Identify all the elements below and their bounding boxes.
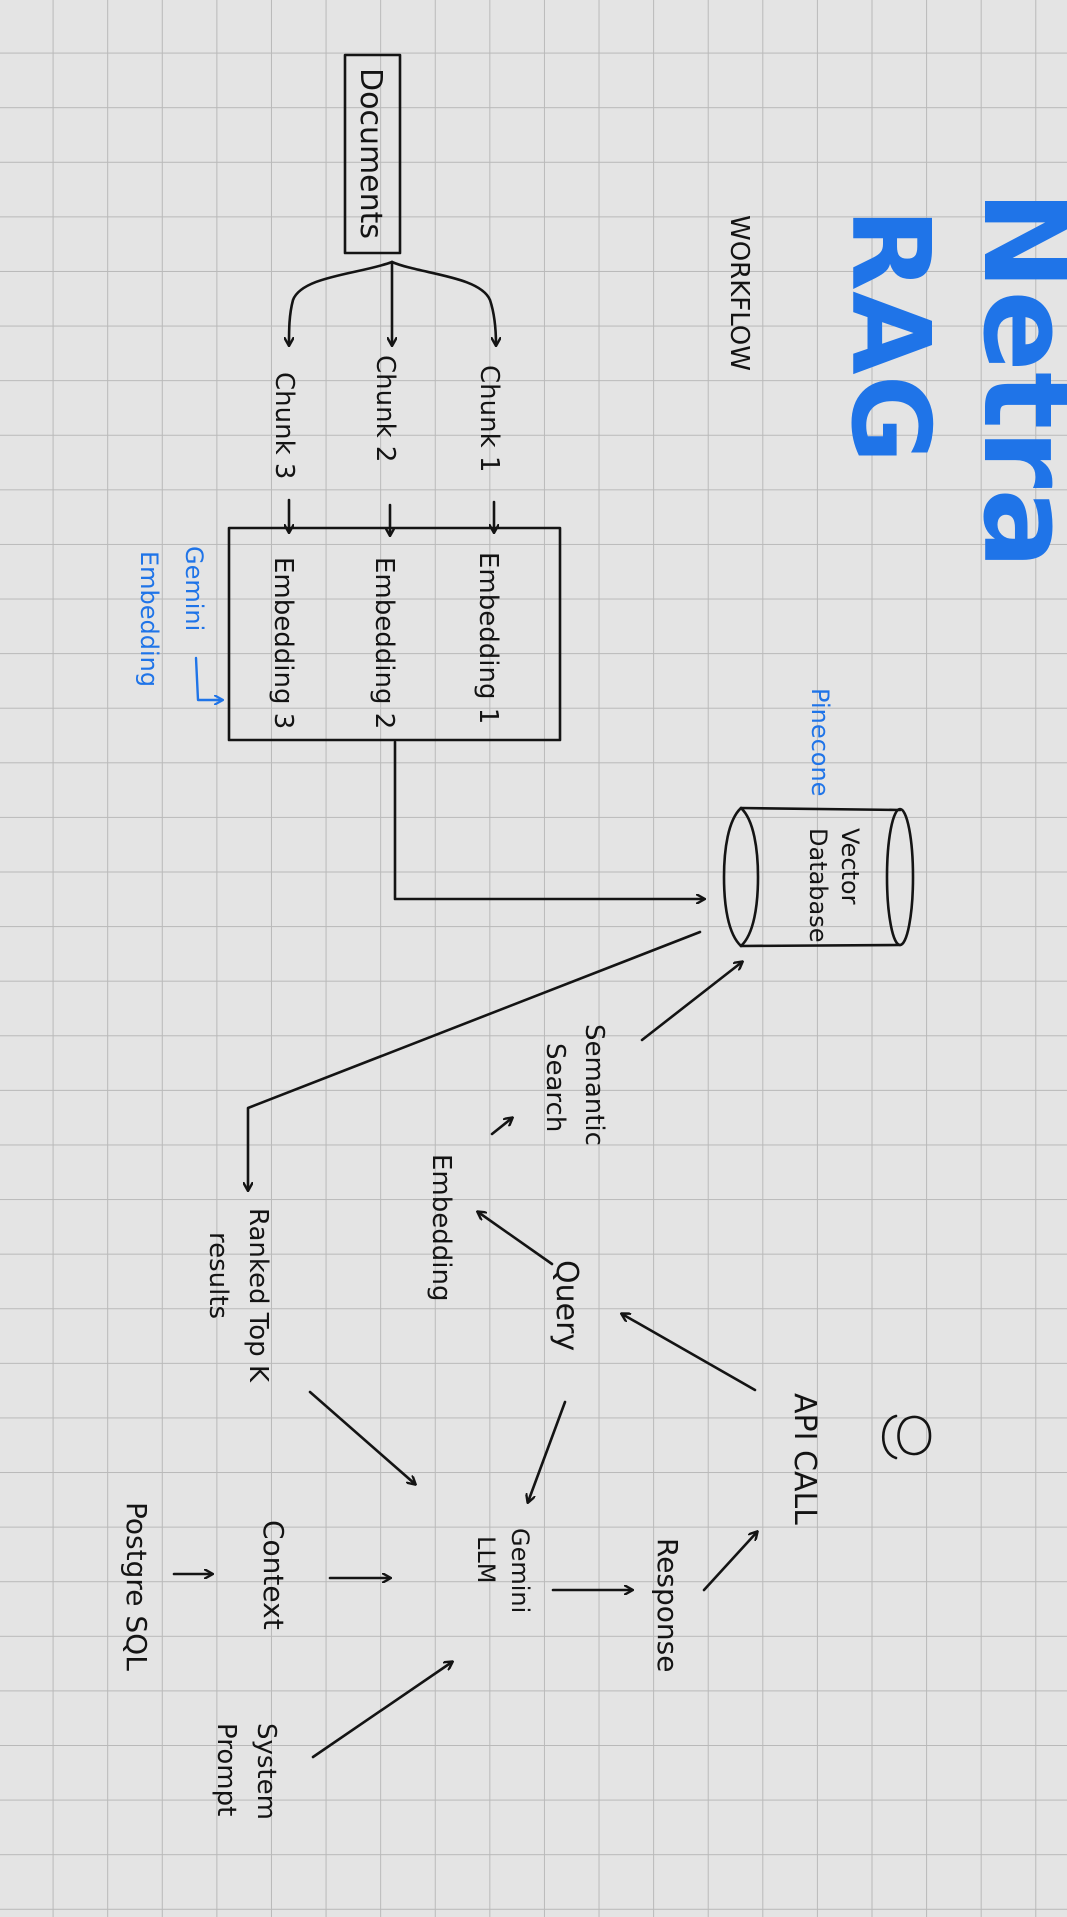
arrow-api-call-to-query [622,1314,757,1392]
gemini-llm-label-line1: Gemini [506,1528,534,1613]
vector-database-node: Vector Database [722,806,915,948]
ranked-results-label-line1: Ranked Top K [243,1208,273,1383]
documents-box [343,53,402,255]
gemini-embedding-annotation-line2: Embedding [135,551,163,687]
vector-database-cylinder-top [885,807,915,947]
gemini-embedding-annotation-line1: Gemini [180,546,208,631]
embedding-1-label: Embedding 1 [473,552,503,724]
semantic-search-label-line2: Search [540,1043,570,1132]
query-embedding-label: Embedding [426,1154,456,1301]
query-label: Query [549,1260,584,1351]
embedding-2-label: Embedding 2 [369,557,399,729]
vector-database-label-line2: Database [804,828,832,943]
brand-title: Netra [956,190,1067,569]
arrow-semantic-search-to-vector-db [640,962,742,1042]
arrow-system-prompt-to-llm [311,1662,452,1759]
system-prompt-label-line2: Prompt [211,1723,241,1816]
embeddings-node: Embedding 1 Embedding 2 Embedding 3 [227,526,562,742]
semantic-search-label-line1: Semantic [579,1024,609,1146]
pinecone-annotation: Pinecone [806,688,834,796]
vector-database-cylinder-body [739,806,902,948]
documents-node: Documents [343,53,402,255]
embedding-3-label: Embedding 3 [268,557,298,729]
embeddings-box [227,526,562,742]
arrow-query-to-embedding [478,1212,554,1266]
user-node: API CALL [787,1393,932,1525]
system-prompt-label-line1: System [251,1723,281,1820]
gemini-llm-label-line2: LLM [472,1536,500,1583]
vector-database-cylinder-bottom [722,806,760,948]
vector-database-label-line1: Vector [836,828,864,905]
response-label: Response [651,1538,684,1672]
gemini-embedding-pointer-arrow [194,656,222,700]
postgres-label: Postgre SQL [120,1502,153,1671]
workflow-subtitle: WORKFLOW [724,215,754,371]
arrow-embeddings-to-vector-db [393,740,704,899]
chunk-2-label: Chunk 2 [370,355,400,462]
arrow-query-to-llm [528,1400,567,1502]
chunk-3-label: Chunk 3 [269,372,299,479]
context-label: Context [257,1520,290,1630]
gemini-llm-node: Gemini LLM [472,1528,534,1613]
user-icon [882,1414,932,1460]
arrow-response-to-api-call [702,1532,757,1592]
ranked-results-label-line2: results [203,1232,233,1319]
chunk-1-label: Chunk 1 [474,365,504,472]
arrow-query-embedding-to-semantic-search [490,1118,512,1136]
arrow-documents-to-chunk-3 [289,260,394,345]
documents-label: Documents [353,68,388,239]
rag-title: RAG [827,208,952,463]
arrow-vector-db-to-ranked-results [248,930,702,1190]
arrow-ranked-results-to-llm [308,1390,415,1484]
api-call-label: API CALL [787,1393,822,1525]
arrow-documents-to-chunk-1 [390,260,496,345]
